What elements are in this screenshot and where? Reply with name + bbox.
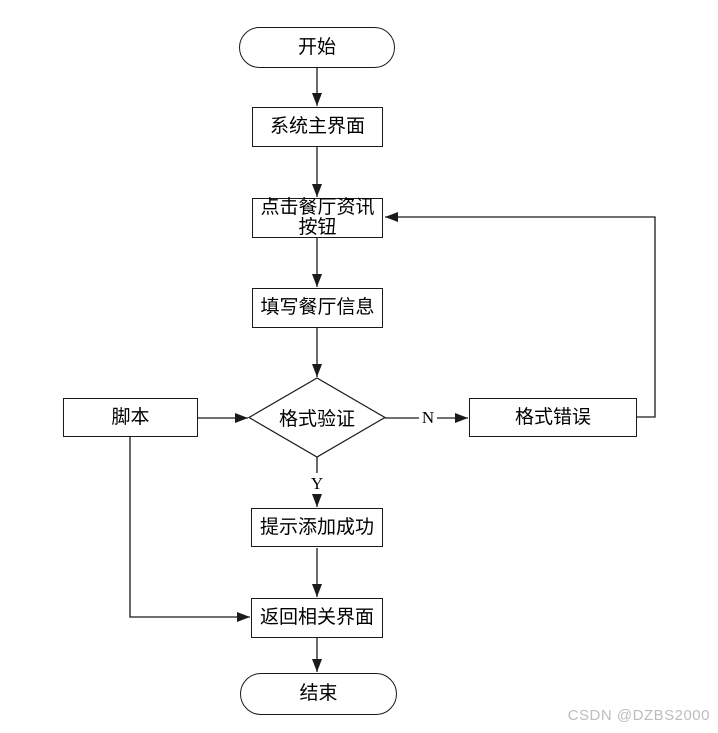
start-node: 开始 — [239, 27, 395, 68]
branch-label-no: N — [419, 407, 437, 428]
format-validation-decision-label: 格式验证 — [278, 409, 355, 430]
format-error-node: 格式错误 — [469, 398, 637, 437]
add-success-node: 提示添加成功 — [251, 508, 383, 547]
csdn-watermark: CSDN @DZBS2000 — [567, 707, 710, 724]
edge-error-feedback-to-click — [385, 212, 656, 418]
end-node: 结束 — [240, 673, 397, 715]
return-related-ui-node: 返回相关界面 — [251, 598, 383, 638]
system-main-ui-node: 系统主界面 — [252, 107, 383, 147]
edge-script-to-return — [129, 437, 250, 622]
script-node: 脚本 — [63, 398, 198, 437]
fill-restaurant-info-node: 填写餐厅信息 — [252, 288, 383, 328]
branch-label-yes: Y — [308, 473, 326, 494]
click-restaurant-info-button-node: 点击餐厅资讯 按钮 — [252, 198, 383, 238]
